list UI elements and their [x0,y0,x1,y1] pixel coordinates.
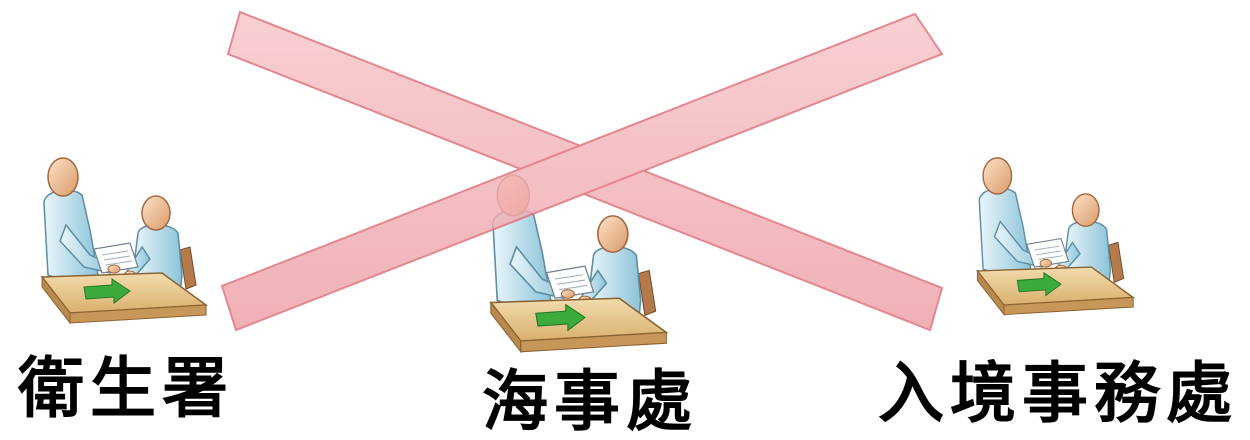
office-label-health: 衛生署 [18,349,234,427]
office-label-marine: 海事處 [482,362,698,440]
meeting-icon [976,157,1134,316]
meeting-icon [41,157,207,324]
office-label-immigration: 入境事務處 [878,354,1238,432]
cross-out-icon [220,10,944,332]
